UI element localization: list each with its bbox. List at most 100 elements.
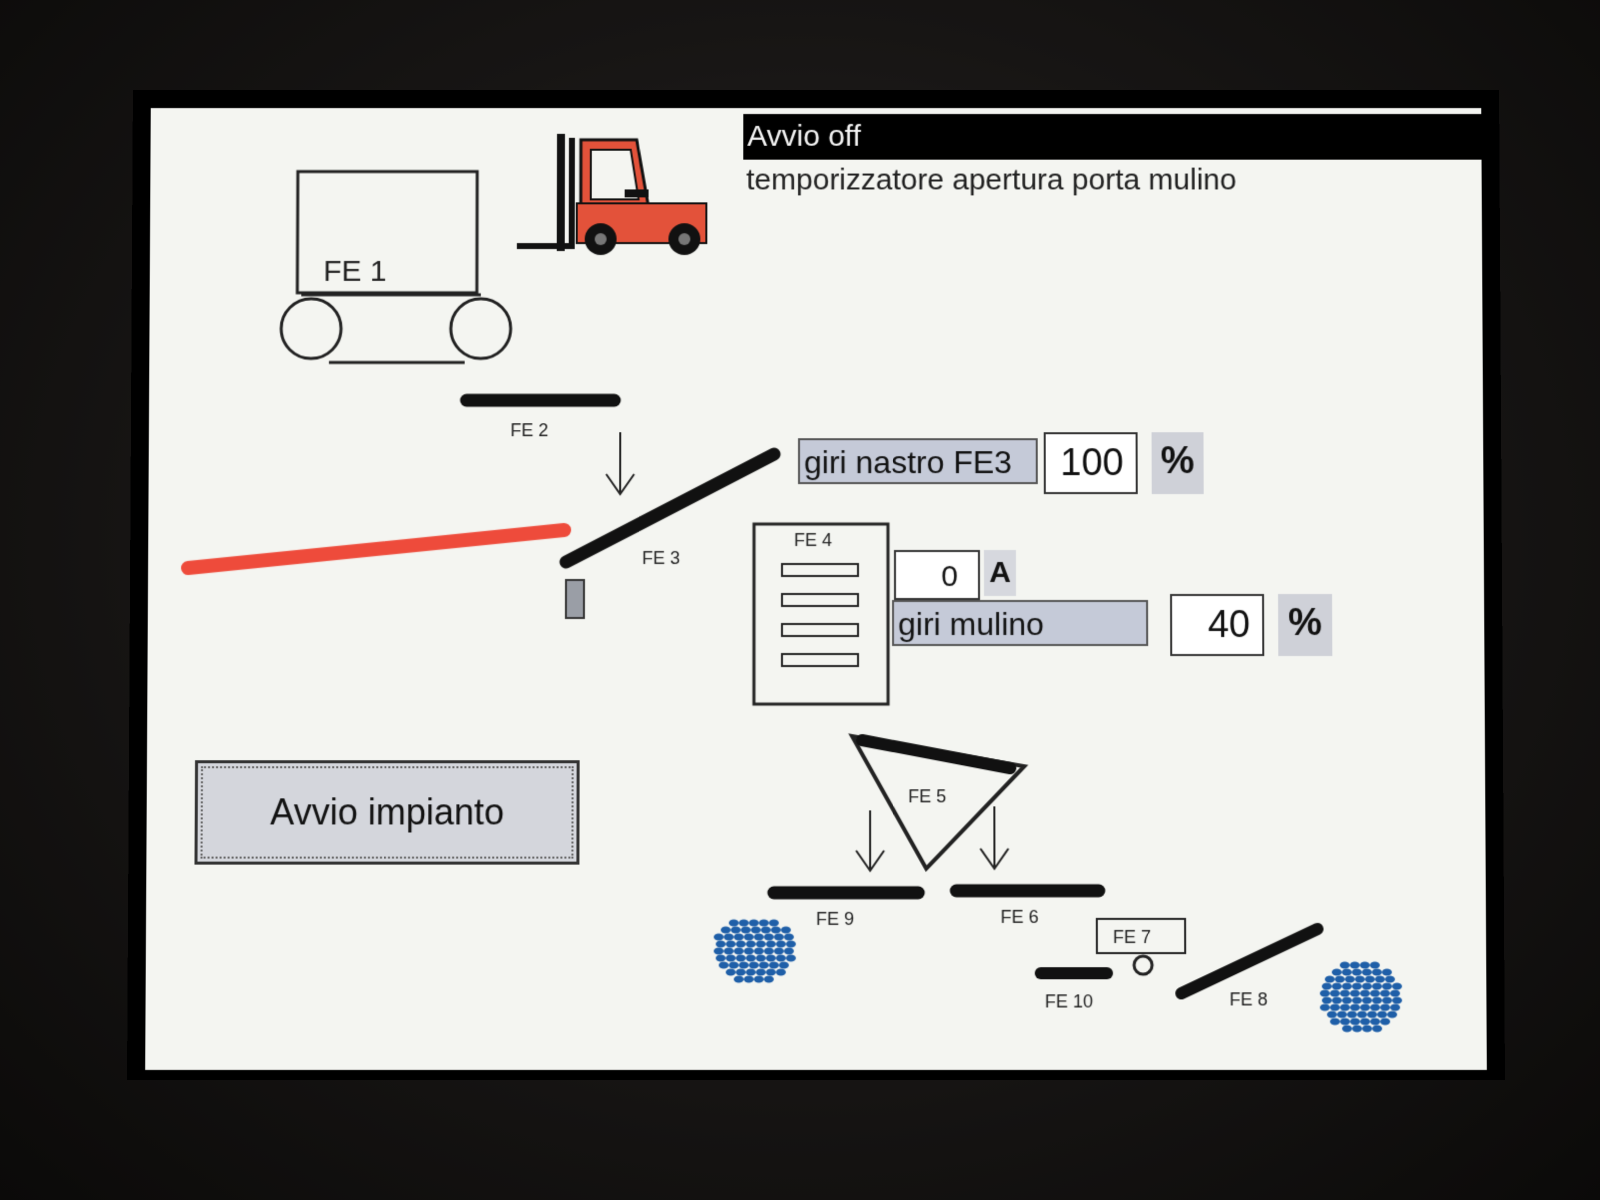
- pellet: [1390, 990, 1400, 997]
- pellet: [756, 941, 766, 948]
- pellet: [714, 948, 724, 955]
- pellet: [769, 919, 779, 926]
- pellet: [744, 948, 754, 955]
- pellet: [759, 919, 769, 926]
- pellet: [736, 969, 746, 976]
- pellet: [1340, 1018, 1350, 1025]
- pellet: [1362, 969, 1372, 976]
- pellet: [1385, 976, 1395, 983]
- fe5-label: FE 5: [908, 786, 946, 807]
- start-plant-button[interactable]: Avvio impianto: [194, 760, 579, 864]
- pellet: [1370, 1004, 1380, 1011]
- pellet: [1325, 976, 1335, 983]
- fe3-inclined-belt[interactable]: [566, 454, 774, 562]
- pellet: [729, 962, 739, 969]
- pellet: [734, 976, 744, 983]
- fe8-inclined-belt[interactable]: [1181, 929, 1318, 993]
- pellet: [1362, 983, 1372, 990]
- mill-current-value: 0: [894, 550, 980, 600]
- pellet: [1362, 1025, 1372, 1032]
- fe2-label: FE 2: [510, 420, 548, 441]
- pellet: [1357, 1011, 1367, 1018]
- pellet: [1340, 962, 1350, 969]
- pellet: [1340, 990, 1350, 997]
- pellet: [744, 933, 754, 940]
- pellet: [774, 948, 784, 955]
- pellet: [756, 955, 766, 962]
- pellet: [1360, 962, 1370, 969]
- pellet: [1320, 1004, 1330, 1011]
- pellet: [766, 955, 776, 962]
- pellet: [724, 933, 734, 940]
- forklift-icon: [517, 134, 707, 255]
- pellet: [1360, 990, 1370, 997]
- pellet: [754, 948, 764, 955]
- pellet: [784, 933, 794, 940]
- pellet: [776, 955, 786, 962]
- pellet: [764, 948, 774, 955]
- fe1-truck[interactable]: [281, 172, 511, 363]
- pellet: [1372, 997, 1382, 1004]
- pellet: [1330, 1004, 1340, 1011]
- pellet: [716, 941, 726, 948]
- fe7-sensor: [1134, 956, 1152, 974]
- pellet: [1350, 990, 1360, 997]
- pellet: [1387, 1011, 1397, 1018]
- pellet: [754, 976, 764, 983]
- fe1-label: FE 1: [323, 255, 386, 289]
- pellet: [1330, 1018, 1340, 1025]
- pellet: [726, 955, 736, 962]
- pellet: [734, 948, 744, 955]
- pellet: [766, 941, 776, 948]
- fe4-mill[interactable]: [754, 524, 888, 704]
- pellet: [1352, 997, 1362, 1004]
- pellet: [1340, 1004, 1350, 1011]
- pellet: [1377, 1011, 1387, 1018]
- pellet: [726, 941, 736, 948]
- pellet: [776, 969, 786, 976]
- pellet: [726, 969, 736, 976]
- pellet: [769, 962, 779, 969]
- pellet: [1322, 997, 1332, 1004]
- belt-speed-input[interactable]: 100: [1044, 432, 1138, 494]
- arrow-down-icon: [606, 432, 634, 494]
- fe9-label: FE 9: [816, 909, 854, 930]
- pellet: [1382, 997, 1392, 1004]
- hmi-panel: Avvio off temporizzatore apertura porta …: [145, 108, 1487, 1070]
- hmi-screen: Avvio off temporizzatore apertura porta …: [127, 90, 1505, 1080]
- pellet: [1345, 976, 1355, 983]
- pellet: [729, 919, 739, 926]
- pellet: [746, 941, 756, 948]
- pellet: [1337, 1011, 1347, 1018]
- pellet: [756, 969, 766, 976]
- fe3-label: FE 3: [642, 548, 680, 569]
- pellet: [744, 976, 754, 983]
- pellet: [1362, 997, 1372, 1004]
- pellet-pile-icon: [1320, 962, 1403, 1032]
- pellet: [1350, 1018, 1360, 1025]
- pellet: [761, 926, 771, 933]
- fe3-sensor: [566, 580, 584, 618]
- pellet: [1380, 1004, 1390, 1011]
- fe10-label: FE 10: [1045, 991, 1093, 1012]
- pellet: [739, 919, 749, 926]
- pellet: [1355, 976, 1365, 983]
- pellet: [749, 919, 759, 926]
- pellet: [764, 933, 774, 940]
- pellet: [1372, 1025, 1382, 1032]
- pellet: [1330, 990, 1340, 997]
- pellet: [781, 926, 791, 933]
- pellet: [736, 941, 746, 948]
- pellet: [1382, 969, 1392, 976]
- pellet: [771, 926, 781, 933]
- mill-speed-input[interactable]: 40: [1170, 594, 1264, 656]
- fe8-label: FE 8: [1229, 989, 1267, 1010]
- pellet: [1342, 983, 1352, 990]
- pellet: [1347, 1011, 1357, 1018]
- pellet: [1365, 976, 1375, 983]
- belt-speed-label: giri nastro FE3: [798, 438, 1038, 484]
- pellet: [784, 948, 794, 955]
- pellet: [1380, 990, 1390, 997]
- pellet: [1392, 983, 1402, 990]
- pellet-pile-icon: [714, 919, 796, 982]
